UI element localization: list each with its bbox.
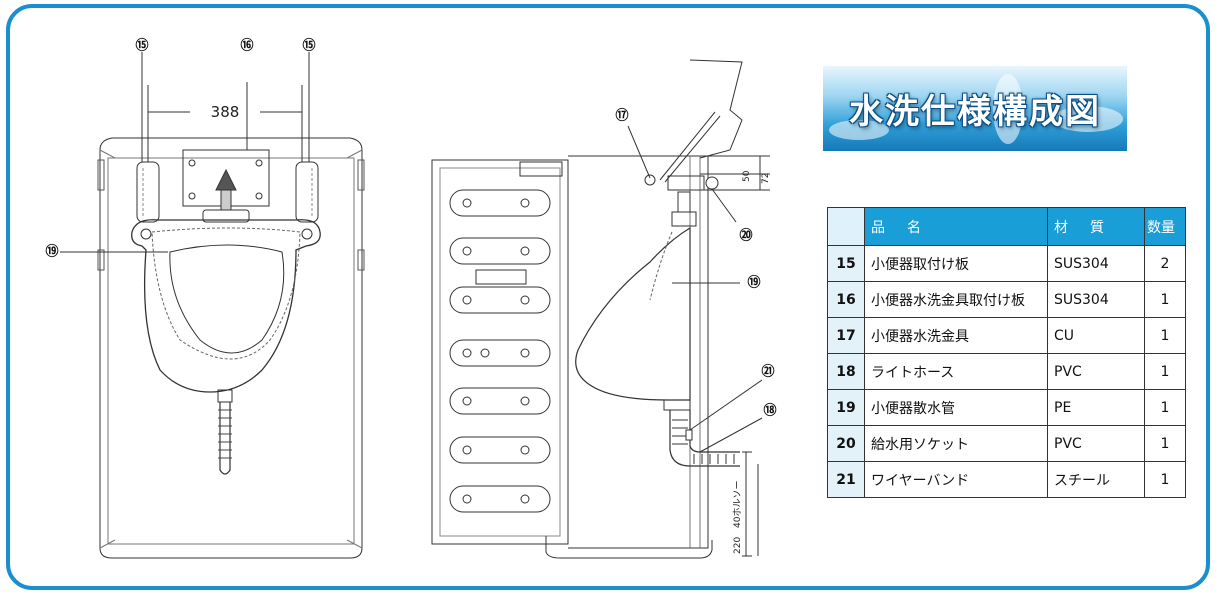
table-row: 18 ライトホース PVC 1 bbox=[827, 353, 1186, 390]
dim-side-hose: 40ホルソー bbox=[732, 481, 743, 528]
header-no bbox=[827, 207, 865, 246]
row-material: SUS304 bbox=[1047, 281, 1145, 318]
row-no: 19 bbox=[827, 389, 865, 426]
header-qty: 数量 bbox=[1144, 207, 1186, 246]
row-name: ライトホース bbox=[864, 353, 1048, 390]
table-row: 21 ワイヤーバンド スチール 1 bbox=[827, 461, 1186, 498]
table-header-row: 品 名 材 質 数量 bbox=[827, 207, 1186, 246]
callout-19-side: ⑲ bbox=[747, 275, 760, 291]
row-material: SUS304 bbox=[1047, 245, 1145, 282]
callout-15-left: ⑮ bbox=[135, 38, 148, 54]
table-row: 17 小便器水洗金具 CU 1 bbox=[827, 317, 1186, 354]
dim-side-bottom: 220 bbox=[733, 537, 743, 554]
row-material: PVC bbox=[1047, 425, 1145, 462]
row-material: スチール bbox=[1047, 461, 1145, 498]
row-no: 20 bbox=[827, 425, 865, 462]
table-row: 20 給水用ソケット PVC 1 bbox=[827, 425, 1186, 462]
title-banner: 水洗仕様構成図 bbox=[823, 66, 1127, 151]
parts-table: 品 名 材 質 数量 15 小便器取付け板 SUS304 2 16 小便器水洗金… bbox=[827, 207, 1186, 498]
row-material: PVC bbox=[1047, 353, 1145, 390]
table-row: 19 小便器散水管 PE 1 bbox=[827, 389, 1186, 426]
dim-side-top-b: 72 bbox=[761, 173, 771, 184]
header-name: 品 名 bbox=[864, 207, 1048, 246]
banner-title: 水洗仕様構成図 bbox=[849, 92, 1101, 132]
row-no: 21 bbox=[827, 461, 865, 498]
front-view bbox=[60, 52, 365, 559]
row-qty: 1 bbox=[1144, 461, 1186, 498]
row-no: 15 bbox=[827, 245, 865, 282]
callout-19-front: ⑲ bbox=[45, 244, 58, 260]
row-material: CU bbox=[1047, 317, 1145, 354]
row-name: 給水用ソケット bbox=[864, 425, 1048, 462]
row-name: ワイヤーバンド bbox=[864, 461, 1048, 498]
callout-16: ⑯ bbox=[240, 38, 253, 54]
row-name: 小便器取付け板 bbox=[864, 245, 1048, 282]
row-qty: 1 bbox=[1144, 353, 1186, 390]
row-qty: 1 bbox=[1144, 425, 1186, 462]
row-material: PE bbox=[1047, 389, 1145, 426]
callout-18: ⑱ bbox=[763, 403, 776, 419]
callout-20: ⑳ bbox=[739, 228, 752, 244]
row-qty: 1 bbox=[1144, 317, 1186, 354]
dim-front-width: 388 bbox=[211, 103, 240, 121]
callout-17: ⑰ bbox=[615, 108, 628, 124]
row-qty: 2 bbox=[1144, 245, 1186, 282]
row-name: 小便器散水管 bbox=[864, 389, 1048, 426]
row-qty: 1 bbox=[1144, 281, 1186, 318]
callout-21: ㉑ bbox=[761, 364, 774, 380]
table-row: 15 小便器取付け板 SUS304 2 bbox=[827, 245, 1186, 282]
row-name: 小便器水洗金具 bbox=[864, 317, 1048, 354]
row-name: 小便器水洗金具取付け板 bbox=[864, 281, 1048, 318]
table-row: 16 小便器水洗金具取付け板 SUS304 1 bbox=[827, 281, 1186, 318]
row-no: 18 bbox=[827, 353, 865, 390]
side-view bbox=[431, 59, 770, 559]
row-qty: 1 bbox=[1144, 389, 1186, 426]
row-no: 17 bbox=[827, 317, 865, 354]
dim-side-top-a: 50 bbox=[742, 170, 752, 182]
row-no: 16 bbox=[827, 281, 865, 318]
header-material: 材 質 bbox=[1047, 207, 1145, 246]
callout-15-right: ⑮ bbox=[302, 38, 315, 54]
